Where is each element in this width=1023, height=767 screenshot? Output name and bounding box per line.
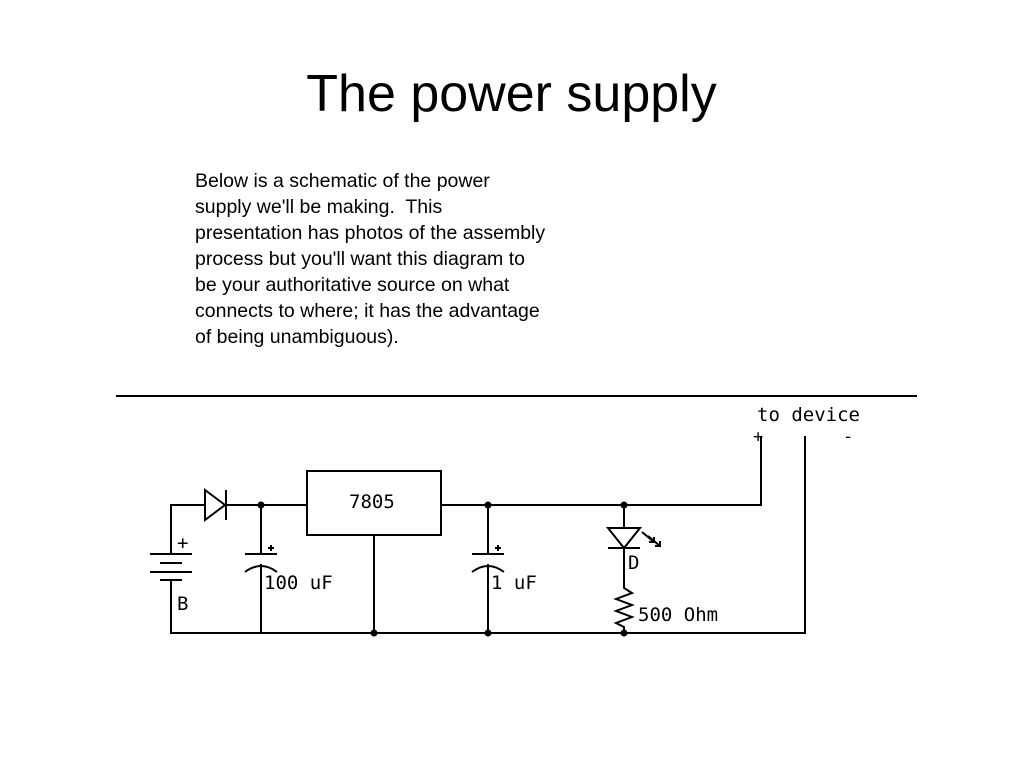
led-symbol	[605, 505, 661, 580]
resistor-label: 500 Ohm	[638, 604, 718, 626]
output-label: to device	[757, 404, 860, 426]
capacitor-1-label: 100 uF	[264, 572, 333, 594]
battery-plus-label: +	[177, 532, 188, 554]
capacitor-2-symbol	[471, 505, 505, 633]
battery-label: B	[177, 593, 188, 615]
body-line: of being unambiguous).	[195, 326, 399, 348]
body-line: Below is a schematic of the power	[195, 170, 490, 192]
output-minus-label: -	[843, 427, 853, 447]
battery-symbol	[150, 553, 192, 581]
capacitor-1-symbol	[244, 505, 278, 633]
regulator-label: 7805	[349, 491, 395, 513]
junction-dot	[620, 629, 628, 637]
body-line: be your authoritative source on what	[195, 274, 510, 296]
slide-body-text: Below is a schematic of the power supply…	[195, 168, 635, 350]
junction-dot	[484, 501, 492, 509]
capacitor-2-label: 1 uF	[491, 572, 537, 594]
body-line: presentation has photos of the assembly	[195, 222, 546, 244]
body-line: connects to where; it has the advantage	[195, 300, 540, 322]
junction-dot	[620, 501, 628, 509]
led-label: D	[628, 552, 639, 574]
diode-symbol	[204, 488, 227, 522]
body-line: process but you'll want this diagram to	[195, 248, 525, 270]
junction-dot	[484, 629, 492, 637]
body-line: supply we'll be making. This	[195, 196, 443, 218]
junction-dot	[257, 501, 265, 509]
junction-dot	[370, 629, 378, 637]
resistor-symbol	[613, 580, 635, 633]
slide-title: The power supply	[306, 65, 717, 123]
output-plus-label: +	[753, 427, 763, 447]
junction-dots	[257, 501, 628, 637]
